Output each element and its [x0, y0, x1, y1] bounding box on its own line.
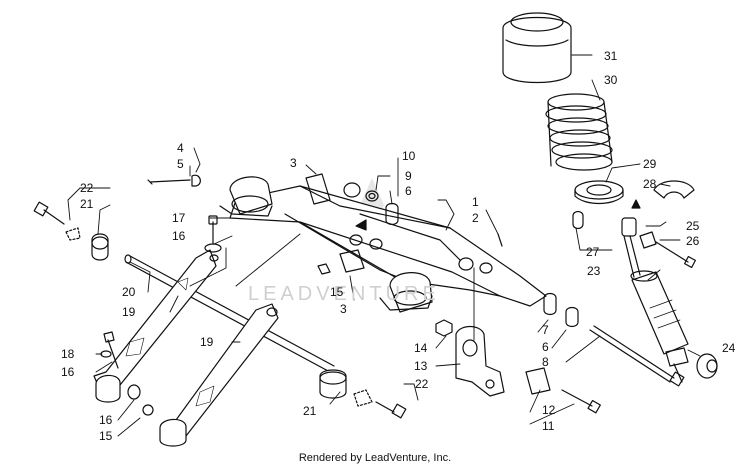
callout-13: 13 [414, 359, 428, 373]
bracket-bushing [525, 367, 551, 395]
callout-16-lower: 16 [99, 413, 113, 427]
callout-2: 2 [472, 211, 479, 225]
callout-29: 29 [643, 157, 657, 171]
callout-19-upper: 19 [122, 305, 136, 319]
washer-nut-lower [100, 331, 154, 416]
callout-9: 9 [405, 169, 412, 183]
callout-11: 11 [542, 419, 555, 433]
swing-arm [229, 185, 547, 307]
link-arm-left [93, 249, 219, 403]
callout-10: 10 [402, 149, 416, 163]
callout-27: 27 [586, 245, 600, 259]
callout-12: 12 [542, 403, 556, 417]
callout-24: 24 [722, 341, 736, 355]
callout-15-lower: 15 [99, 429, 113, 443]
watermark-text: LEADVENTURE [248, 283, 440, 305]
footer-credit: Rendered by LeadVenture, Inc. [298, 452, 452, 464]
bracket-bolt [561, 389, 601, 414]
shock-bracket [455, 325, 505, 397]
callout-1: 1 [472, 195, 479, 209]
callout-18: 18 [61, 347, 75, 361]
cross-shaft [124, 254, 335, 373]
callout-22-left: 22 [80, 181, 94, 195]
spacer-bushings [343, 182, 579, 328]
callout-numbers: 31 30 29 28 25 26 27 23 24 1 2 10 9 6 3 … [61, 49, 736, 443]
shock-absorber [621, 199, 689, 383]
callout-31: 31 [604, 49, 618, 63]
callout-20: 20 [122, 285, 136, 299]
callout-21-right: 21 [303, 404, 317, 418]
callout-22-right: 22 [415, 377, 429, 391]
callout-19-lower: 19 [200, 335, 214, 349]
shock-bushing [696, 353, 718, 379]
grease-fitting [497, 233, 503, 247]
spring-retainer [653, 180, 695, 199]
shaft-end-cap-left [65, 227, 109, 261]
callout-4: 4 [177, 141, 184, 155]
callout-23: 23 [587, 264, 601, 278]
callout-17: 17 [172, 211, 186, 225]
shaft-bolt-right [375, 401, 407, 419]
leader-lines [67, 54, 701, 437]
pivot-nut [317, 263, 331, 275]
callout-6: 6 [405, 184, 412, 198]
washer-nut-upper [204, 215, 222, 253]
callout-3-lower: 3 [340, 302, 347, 316]
shaft-end-cap-right [319, 369, 373, 407]
callout-5: 5 [177, 157, 184, 171]
callout-21-left: 21 [80, 197, 94, 211]
callout-16-mid: 16 [61, 365, 75, 379]
callout-8: 8 [542, 355, 549, 369]
callout-6-lower: 6 [542, 340, 549, 354]
callout-14: 14 [414, 341, 428, 355]
cotter-pin [147, 174, 201, 187]
spring-seat [574, 180, 624, 205]
callout-28: 28 [643, 177, 657, 191]
bump-stop-cap [502, 12, 572, 84]
shock-mount-hardware [572, 210, 697, 269]
shaft-bolt-left [33, 201, 65, 225]
link-arm-right [159, 303, 279, 447]
callout-16-upper: 16 [172, 229, 186, 243]
callout-26: 26 [686, 234, 700, 248]
callout-3-upper: 3 [290, 156, 297, 170]
callout-7: 7 [542, 323, 549, 337]
long-bolt [589, 325, 685, 387]
bracket-nut [435, 319, 453, 337]
pivot-cap-upper [219, 176, 273, 217]
pivot-cap-lower [379, 272, 433, 313]
callout-15-mid: 15 [330, 285, 344, 299]
pivot-bushing [305, 173, 365, 273]
callout-30: 30 [604, 73, 618, 87]
callout-25: 25 [686, 219, 700, 233]
shock-spring [545, 93, 613, 171]
